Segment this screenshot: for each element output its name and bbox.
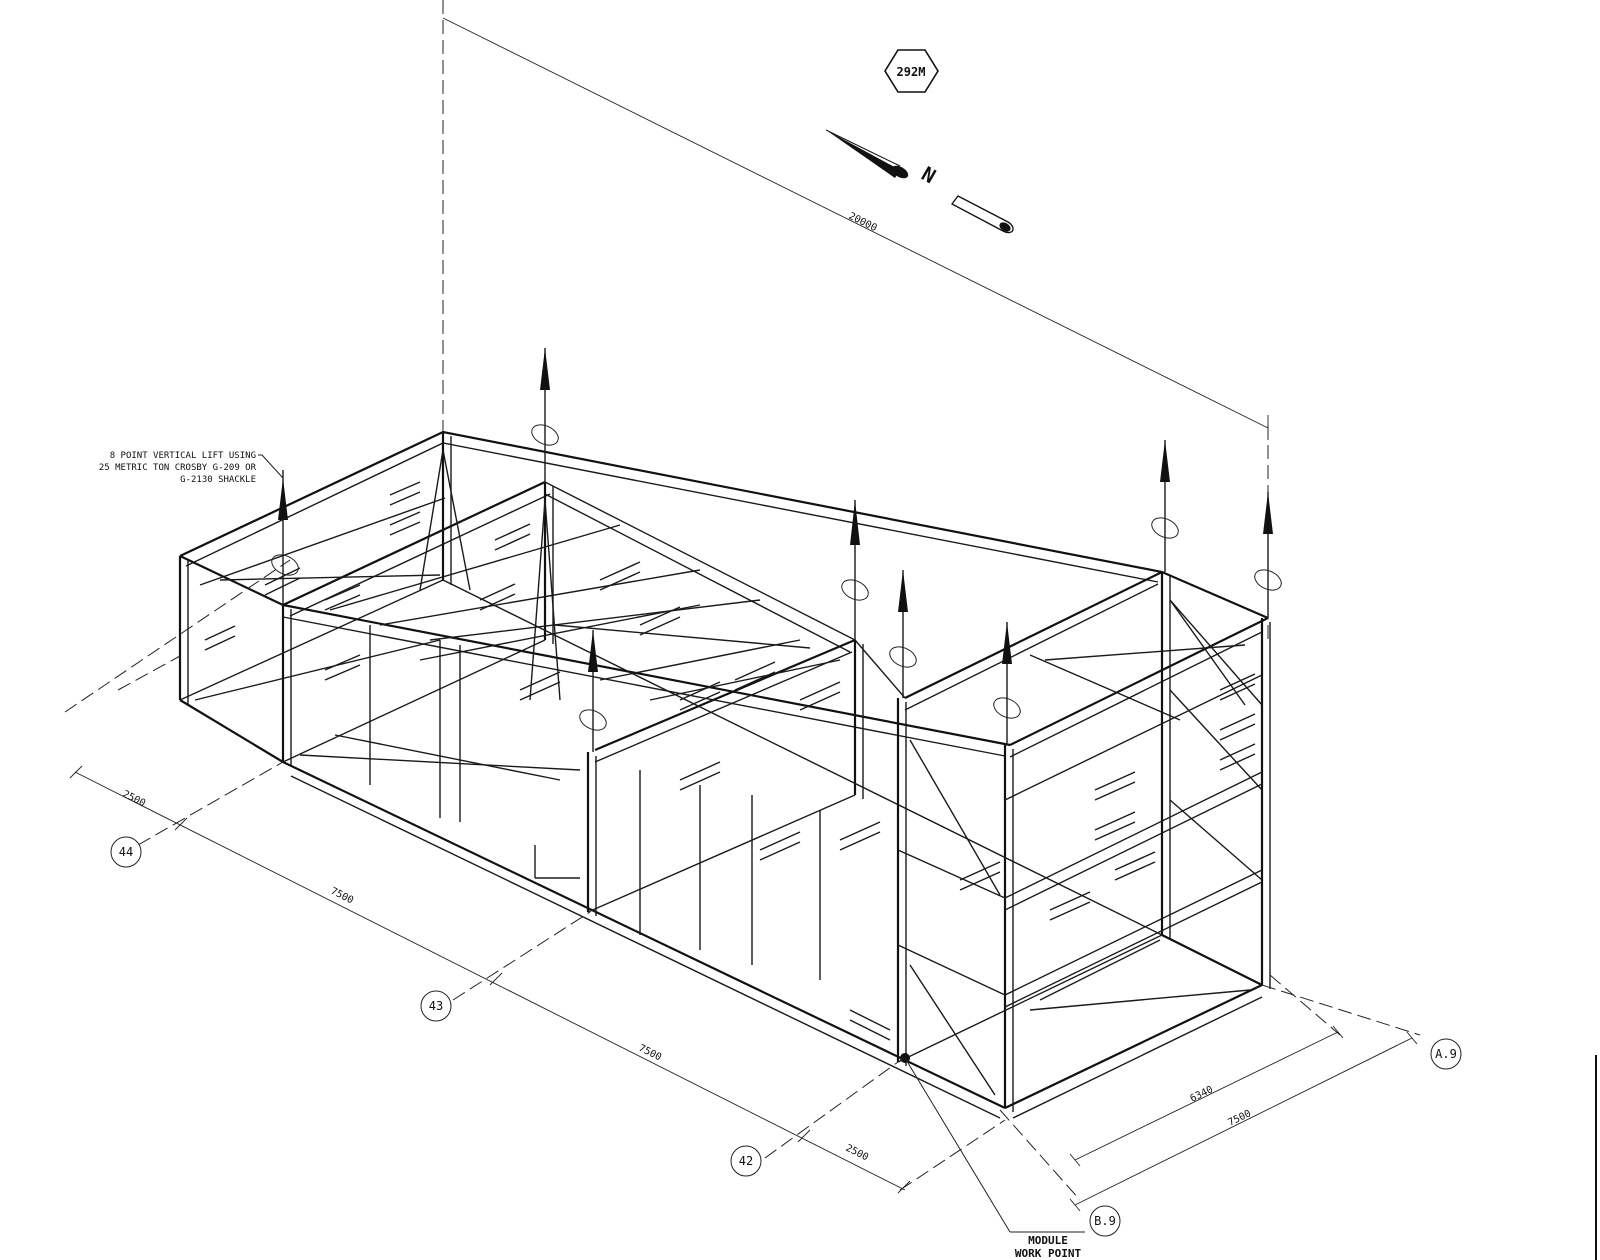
north-arrow: N xyxy=(825,129,1014,234)
lift-arrow-icon xyxy=(1160,440,1170,482)
grid-label-a9: A.9 xyxy=(1435,1047,1457,1061)
grid-label-43: 43 xyxy=(429,999,443,1013)
lift-arrow-icon xyxy=(898,570,908,612)
work-point-label-line1: MODULE xyxy=(1028,1234,1068,1247)
lift-arrow-icon xyxy=(278,478,288,520)
lift-arrow-icon xyxy=(540,348,550,390)
grid-label-42: 42 xyxy=(739,1154,753,1168)
lift-point-2 xyxy=(531,348,559,482)
lift-arrow-icon xyxy=(850,500,860,545)
dim-end-right-label: 2500 xyxy=(844,1143,870,1164)
lift-arrow-icon xyxy=(588,630,598,672)
dim-end-left-label: 2500 xyxy=(121,789,147,810)
lift-point-3 xyxy=(579,630,607,752)
structure-frame xyxy=(179,430,1269,763)
shackle-icon xyxy=(531,424,559,446)
rack-stubs xyxy=(204,481,1256,1041)
lift-arrow-icon xyxy=(1263,492,1273,534)
dim-width-outer-label: 7500 xyxy=(1226,1108,1252,1128)
lift-note: 8 POINT VERTICAL LIFT USING 25 METRIC TO… xyxy=(99,451,284,485)
grid-bubble-a9: A.9 xyxy=(1430,1038,1462,1070)
lift-points xyxy=(271,348,1282,752)
lift-point-7 xyxy=(1151,440,1179,572)
north-arrow-head-icon xyxy=(826,130,900,178)
grid-bubble-42: 42 xyxy=(730,1145,762,1177)
module-tag-label: 292M xyxy=(897,65,926,79)
module-tag: 292M xyxy=(884,49,939,93)
grid-bubble-43: 43 xyxy=(420,990,452,1022)
dim-bay-44-43-label: 7500 xyxy=(329,886,355,907)
grid-bubbles: 44 43 42 A.9 B.9 xyxy=(110,836,1462,1237)
grid-label-b9: B.9 xyxy=(1094,1214,1116,1228)
work-point-label-line2: WORK POINT xyxy=(1015,1247,1082,1260)
shackle-icon xyxy=(889,646,917,668)
lift-point-8 xyxy=(1254,492,1282,618)
dimension-line-overall xyxy=(442,17,1269,429)
shackle-icon xyxy=(841,579,869,601)
shackle-icon xyxy=(579,709,607,731)
lift-point-6 xyxy=(993,622,1021,745)
grid-bubble-44: 44 xyxy=(110,836,142,868)
lift-note-line1: 8 POINT VERTICAL LIFT USING xyxy=(110,451,256,461)
lift-point-4 xyxy=(841,500,869,640)
lift-arrow-icon xyxy=(1002,622,1012,664)
lower-frame xyxy=(179,449,1263,1119)
north-arrow-shaft-icon xyxy=(951,195,1014,234)
north-arrow-label: N xyxy=(918,162,940,189)
module-work-point: MODULE WORK POINT xyxy=(900,1053,1085,1260)
grid-label-44: 44 xyxy=(119,845,133,859)
dim-bay-43-42-label: 7500 xyxy=(637,1043,663,1064)
lift-note-line2: 25 METRIC TON CROSBY G-209 OR xyxy=(99,463,257,473)
lift-point-5 xyxy=(889,570,917,698)
dim-overall-label: 20000 xyxy=(847,211,879,234)
hexagon-tag-icon xyxy=(884,49,939,93)
lift-note-line3: G-2130 SHACKLE xyxy=(180,475,256,485)
shackle-icon xyxy=(1254,569,1282,591)
shackle-icon xyxy=(271,554,299,576)
shackle-icon xyxy=(993,697,1021,719)
grid-bubble-b9: B.9 xyxy=(1089,1205,1121,1237)
shackle-icon xyxy=(1151,517,1179,539)
lift-point-1 xyxy=(271,470,299,605)
columns xyxy=(178,432,1271,1112)
dim-width-inner-label: 6340 xyxy=(1188,1084,1214,1104)
